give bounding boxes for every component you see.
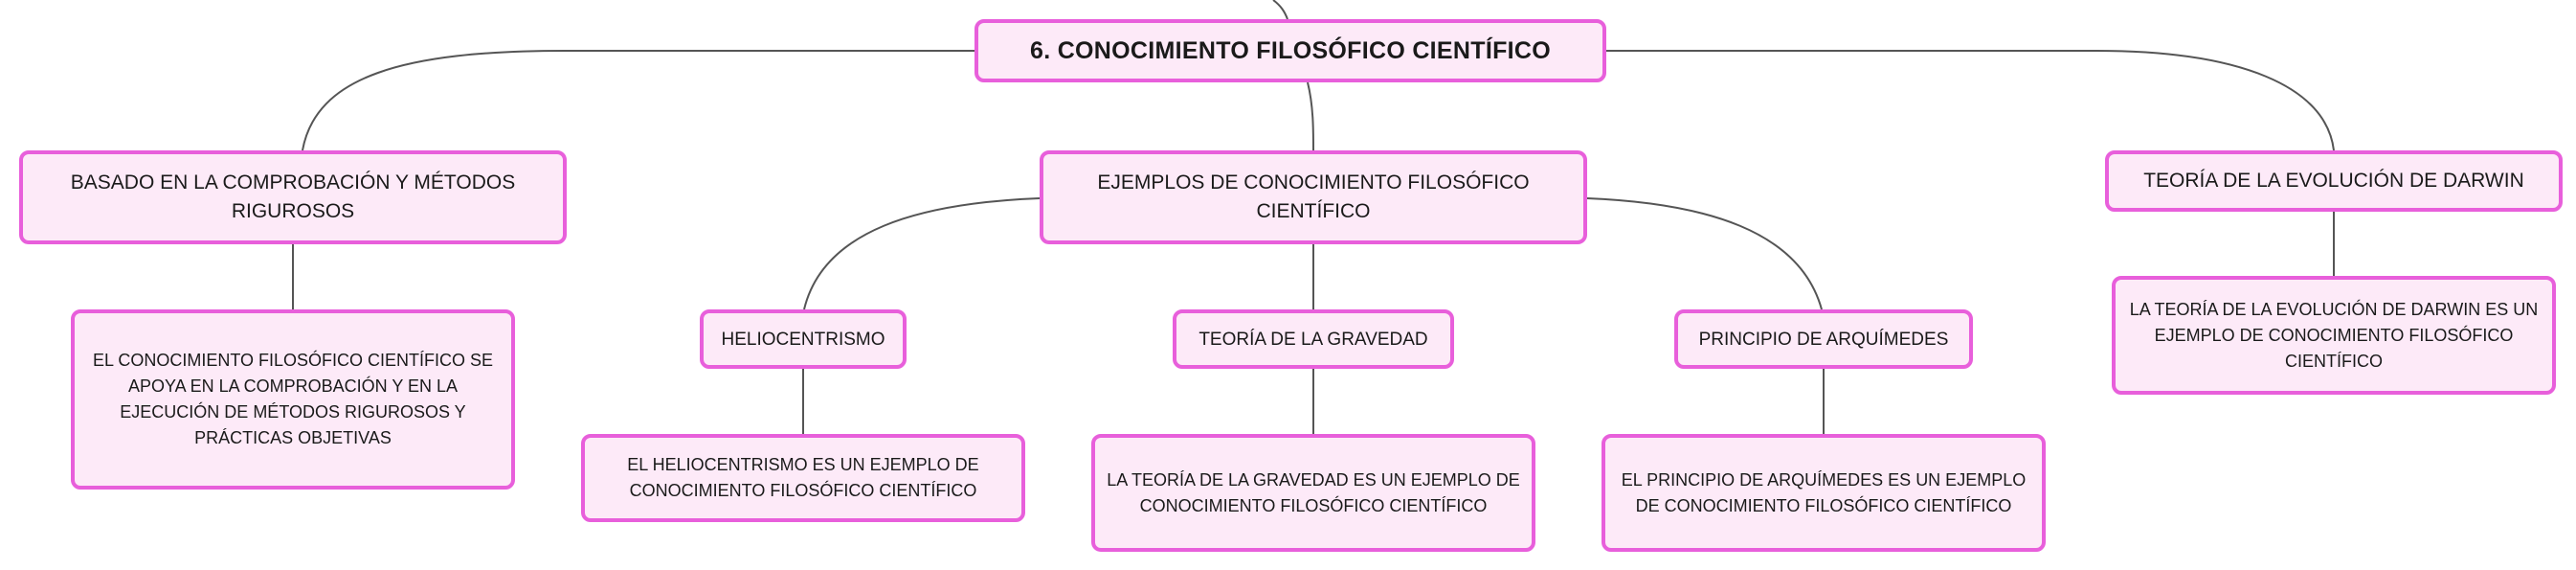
- topic-darwin-label: TEORÍA DE LA EVOLUCIÓN DE DARWIN: [2143, 170, 2524, 192]
- detail-principio-arquimedes[interactable]: EL PRINCIPIO DE ARQUÍMEDES ES UN EJEMPLO…: [1602, 434, 2046, 552]
- subtopic-arquimedes-label: PRINCIPIO DE ARQUÍMEDES: [1698, 329, 1949, 350]
- subtopic-darwin-detail[interactable]: LA TEORÍA DE LA EVOLUCIÓN DE DARWIN ES U…: [2112, 276, 2556, 395]
- subtopic-basado-detail[interactable]: EL CONOCIMIENTO FILOSÓFICO CIENTÍFICO SE…: [71, 309, 515, 490]
- subtopic-darwin-detail-text: LA TEORÍA DE LA EVOLUCIÓN DE DARWIN ES U…: [2129, 299, 2539, 371]
- root-topic-node[interactable]: 6. CONOCIMIENTO FILOSÓFICO CIENTÍFICO: [974, 19, 1606, 82]
- topic-ejemplos-label: EJEMPLOS DE CONOCIMIENTO FILOSÓFICO CIEN…: [1097, 171, 1530, 222]
- detail-heliocentrismo-text: EL HELIOCENTRISMO ES UN EJEMPLO DE CONOC…: [627, 455, 979, 500]
- connector-ejemplos-arq: [1586, 197, 1823, 310]
- subtopic-heliocentrismo-label: HELIOCENTRISMO: [721, 329, 885, 350]
- detail-arquimedes-text: EL PRINCIPIO DE ARQUÍMEDES ES UN EJEMPLO…: [1621, 469, 2027, 515]
- topic-basado-label: BASADO EN LA COMPROBACIÓN Y MÉTODOS RIGU…: [70, 171, 516, 222]
- subtopic-basado-detail-text: EL CONOCIMIENTO FILOSÓFICO CIENTÍFICO SE…: [92, 351, 494, 447]
- topic-basado-comprobacion[interactable]: BASADO EN LA COMPROBACIÓN Y MÉTODOS RIGU…: [19, 150, 567, 244]
- subtopic-heliocentrismo[interactable]: HELIOCENTRISMO: [700, 309, 907, 369]
- connector-parent-to-root: [1272, 0, 1288, 20]
- connector-root-darwin: [1606, 50, 2335, 151]
- connector-root-basado: [302, 50, 974, 151]
- subtopic-principio-arquimedes[interactable]: PRINCIPIO DE ARQUÍMEDES: [1674, 309, 1973, 369]
- root-topic-label: 6. CONOCIMIENTO FILOSÓFICO CIENTÍFICO: [1030, 36, 1551, 64]
- subtopic-gravedad-label: TEORÍA DE LA GRAVEDAD: [1198, 329, 1428, 350]
- detail-teoria-gravedad[interactable]: LA TEORÍA DE LA GRAVEDAD ES UN EJEMPLO D…: [1091, 434, 1535, 552]
- connector-root-ejemplos: [1307, 81, 1314, 151]
- subtopic-teoria-gravedad[interactable]: TEORÍA DE LA GRAVEDAD: [1173, 309, 1454, 369]
- topic-teoria-evolucion-darwin[interactable]: TEORÍA DE LA EVOLUCIÓN DE DARWIN: [2105, 150, 2563, 212]
- detail-heliocentrismo[interactable]: EL HELIOCENTRISMO ES UN EJEMPLO DE CONOC…: [581, 434, 1025, 522]
- detail-gravedad-text: LA TEORÍA DE LA GRAVEDAD ES UN EJEMPLO D…: [1107, 469, 1520, 515]
- connector-ejemplos-helio: [803, 197, 1041, 310]
- topic-ejemplos[interactable]: EJEMPLOS DE CONOCIMIENTO FILOSÓFICO CIEN…: [1040, 150, 1587, 244]
